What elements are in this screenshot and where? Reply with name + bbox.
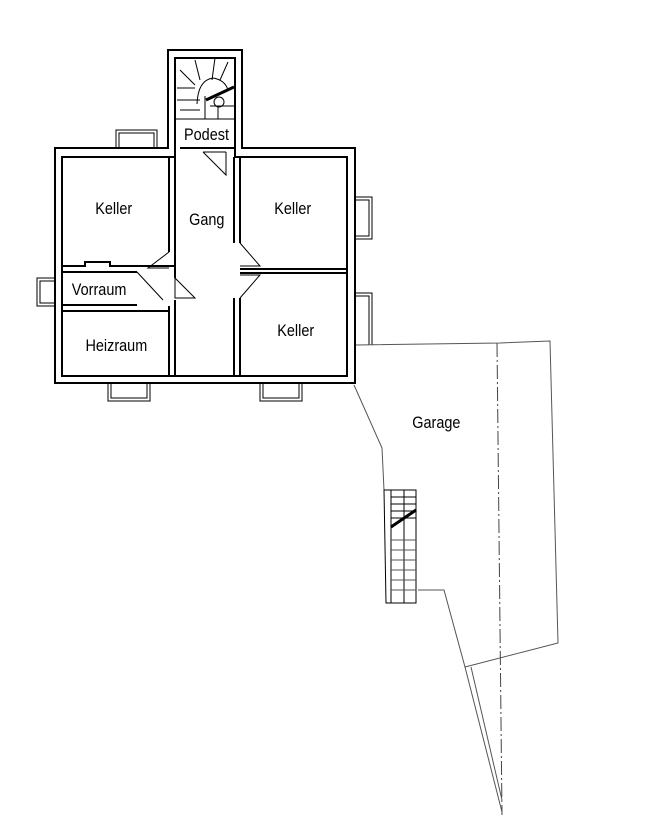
room-label-keller-top-right: Keller: [274, 200, 311, 218]
garage-outline: [353, 340, 559, 816]
room-label-podest: Podest: [184, 126, 230, 144]
interior-walls: [62, 147, 347, 376]
room-label-keller-top-left: Keller: [95, 200, 132, 218]
room-label-vorraum: Vorraum: [72, 281, 127, 299]
room-label-garage: Garage: [412, 414, 460, 432]
room-label-keller-bottom-right: Keller: [277, 322, 314, 340]
room-label-gang: Gang: [189, 211, 224, 229]
garage-staircase: [383, 489, 417, 604]
doors: [136, 151, 262, 301]
spiral-staircase: [175, 57, 235, 120]
room-label-heizraum: Heizraum: [85, 337, 147, 355]
windows: [36, 129, 373, 402]
